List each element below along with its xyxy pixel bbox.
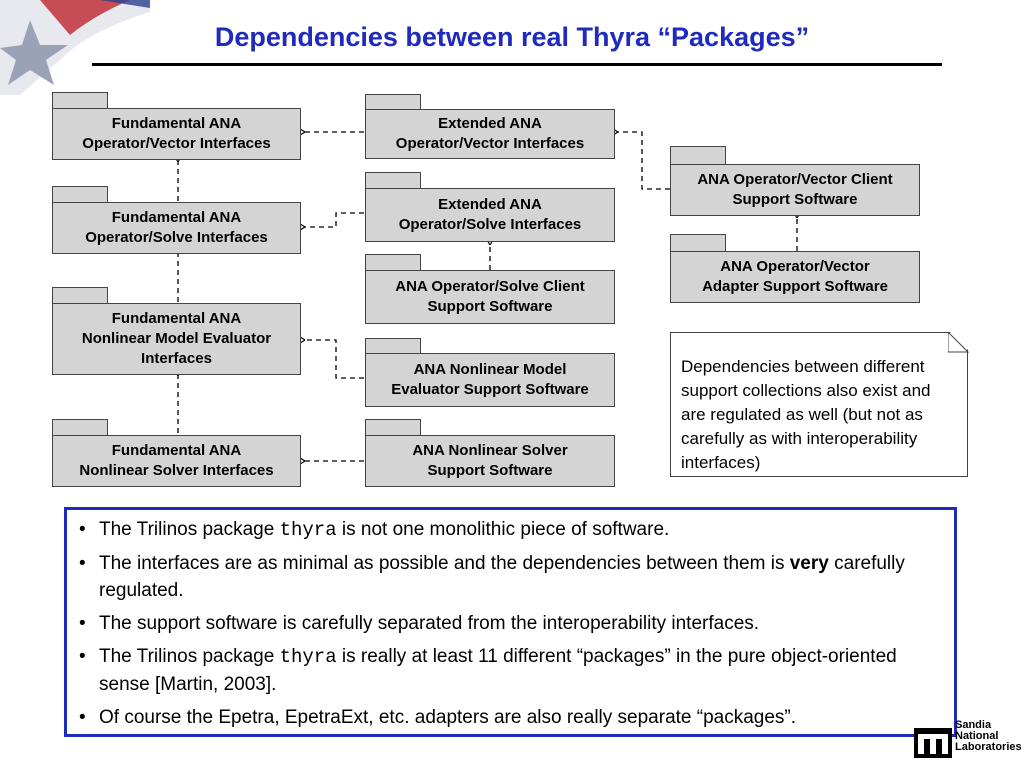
bullet-text: The support software is carefully separa…	[99, 613, 760, 634]
package-tab	[52, 92, 108, 109]
bullet-item: • The support software is carefully sepa…	[79, 610, 940, 637]
package-fundamental-nonlinear-model: Fundamental ANA Nonlinear Model Evaluato…	[52, 303, 301, 375]
code-text: thyra	[279, 519, 337, 541]
bullet-item: • The interfaces are as minimal as possi…	[79, 553, 905, 601]
star-logo-icon	[0, 0, 150, 95]
bullet-text: The Trilinos package	[99, 646, 280, 667]
sandia-logo-icon	[914, 728, 952, 758]
slide-title: Dependencies between real Thyra “Package…	[214, 22, 810, 52]
bullet-text: is really at least 11 different “package…	[99, 646, 897, 695]
sandia-logo-text: Sandia National Laboratories	[955, 719, 1022, 753]
package-solve-client-support: ANA Operator/Solve Client Support Softwa…	[365, 270, 615, 324]
arrow-extsolve-to-fundsolve	[305, 212, 364, 227]
bullet-text: The Trilinos package	[99, 519, 280, 540]
package-tab	[365, 254, 421, 271]
bullet-list-box: • The Trilinos package thyra is not one …	[64, 507, 957, 737]
bullet-text: carefully regulated.	[99, 553, 905, 601]
package-tab	[52, 419, 108, 436]
package-fundamental-operator-vector: Fundamental ANA Operator/Vector Interfac…	[52, 108, 301, 160]
arrow-vectorclient-to-extvector	[618, 132, 670, 190]
bullet-text: is not one monolithic piece of software.	[336, 519, 670, 540]
emphasis-text: very	[789, 553, 829, 574]
package-fundamental-nonlinear-solver: Fundamental ANA Nonlinear Solver Interfa…	[52, 435, 301, 487]
package-nonlinear-solver-support: ANA Nonlinear Solver Support Software	[365, 435, 615, 487]
package-tab	[670, 234, 726, 252]
package-fundamental-operator-solve: Fundamental ANA Operator/Solve Interface…	[52, 202, 301, 254]
package-tab	[52, 287, 108, 304]
note-box: Dependencies between different support c…	[670, 332, 968, 477]
arrow-modelsupport-to-fundmodel	[305, 340, 364, 379]
package-tab	[670, 146, 726, 165]
note-text: Dependencies between different support c…	[681, 357, 931, 472]
package-vector-client-support: ANA Operator/Vector Client Support Softw…	[670, 164, 920, 216]
bullet-item: • The Trilinos package thyra is really a…	[79, 646, 897, 695]
note-folded-corner-icon	[948, 332, 969, 353]
bullet-text: The interfaces are as minimal as possibl…	[99, 553, 790, 574]
bullet-text: Of course the Epetra, EpetraExt, etc. ad…	[99, 707, 797, 728]
bullet-item: • The Trilinos package thyra is not one …	[79, 519, 670, 541]
package-tab	[365, 172, 421, 189]
package-tab	[365, 94, 421, 110]
package-tab	[365, 419, 421, 436]
package-extended-operator-vector: Extended ANA Operator/Vector Interfaces	[365, 109, 615, 159]
bullet-item: • Of course the Epetra, EpetraExt, etc. …	[79, 704, 940, 731]
code-text: thyra	[279, 646, 337, 668]
package-extended-operator-solve: Extended ANA Operator/Solve Interfaces	[365, 188, 615, 242]
title-underline	[92, 63, 942, 66]
package-nonlinear-model-support: ANA Nonlinear Model Evaluator Support So…	[365, 353, 615, 407]
package-tab	[52, 186, 108, 203]
package-vector-adapter-support: ANA Operator/Vector Adapter Support Soft…	[670, 251, 920, 303]
